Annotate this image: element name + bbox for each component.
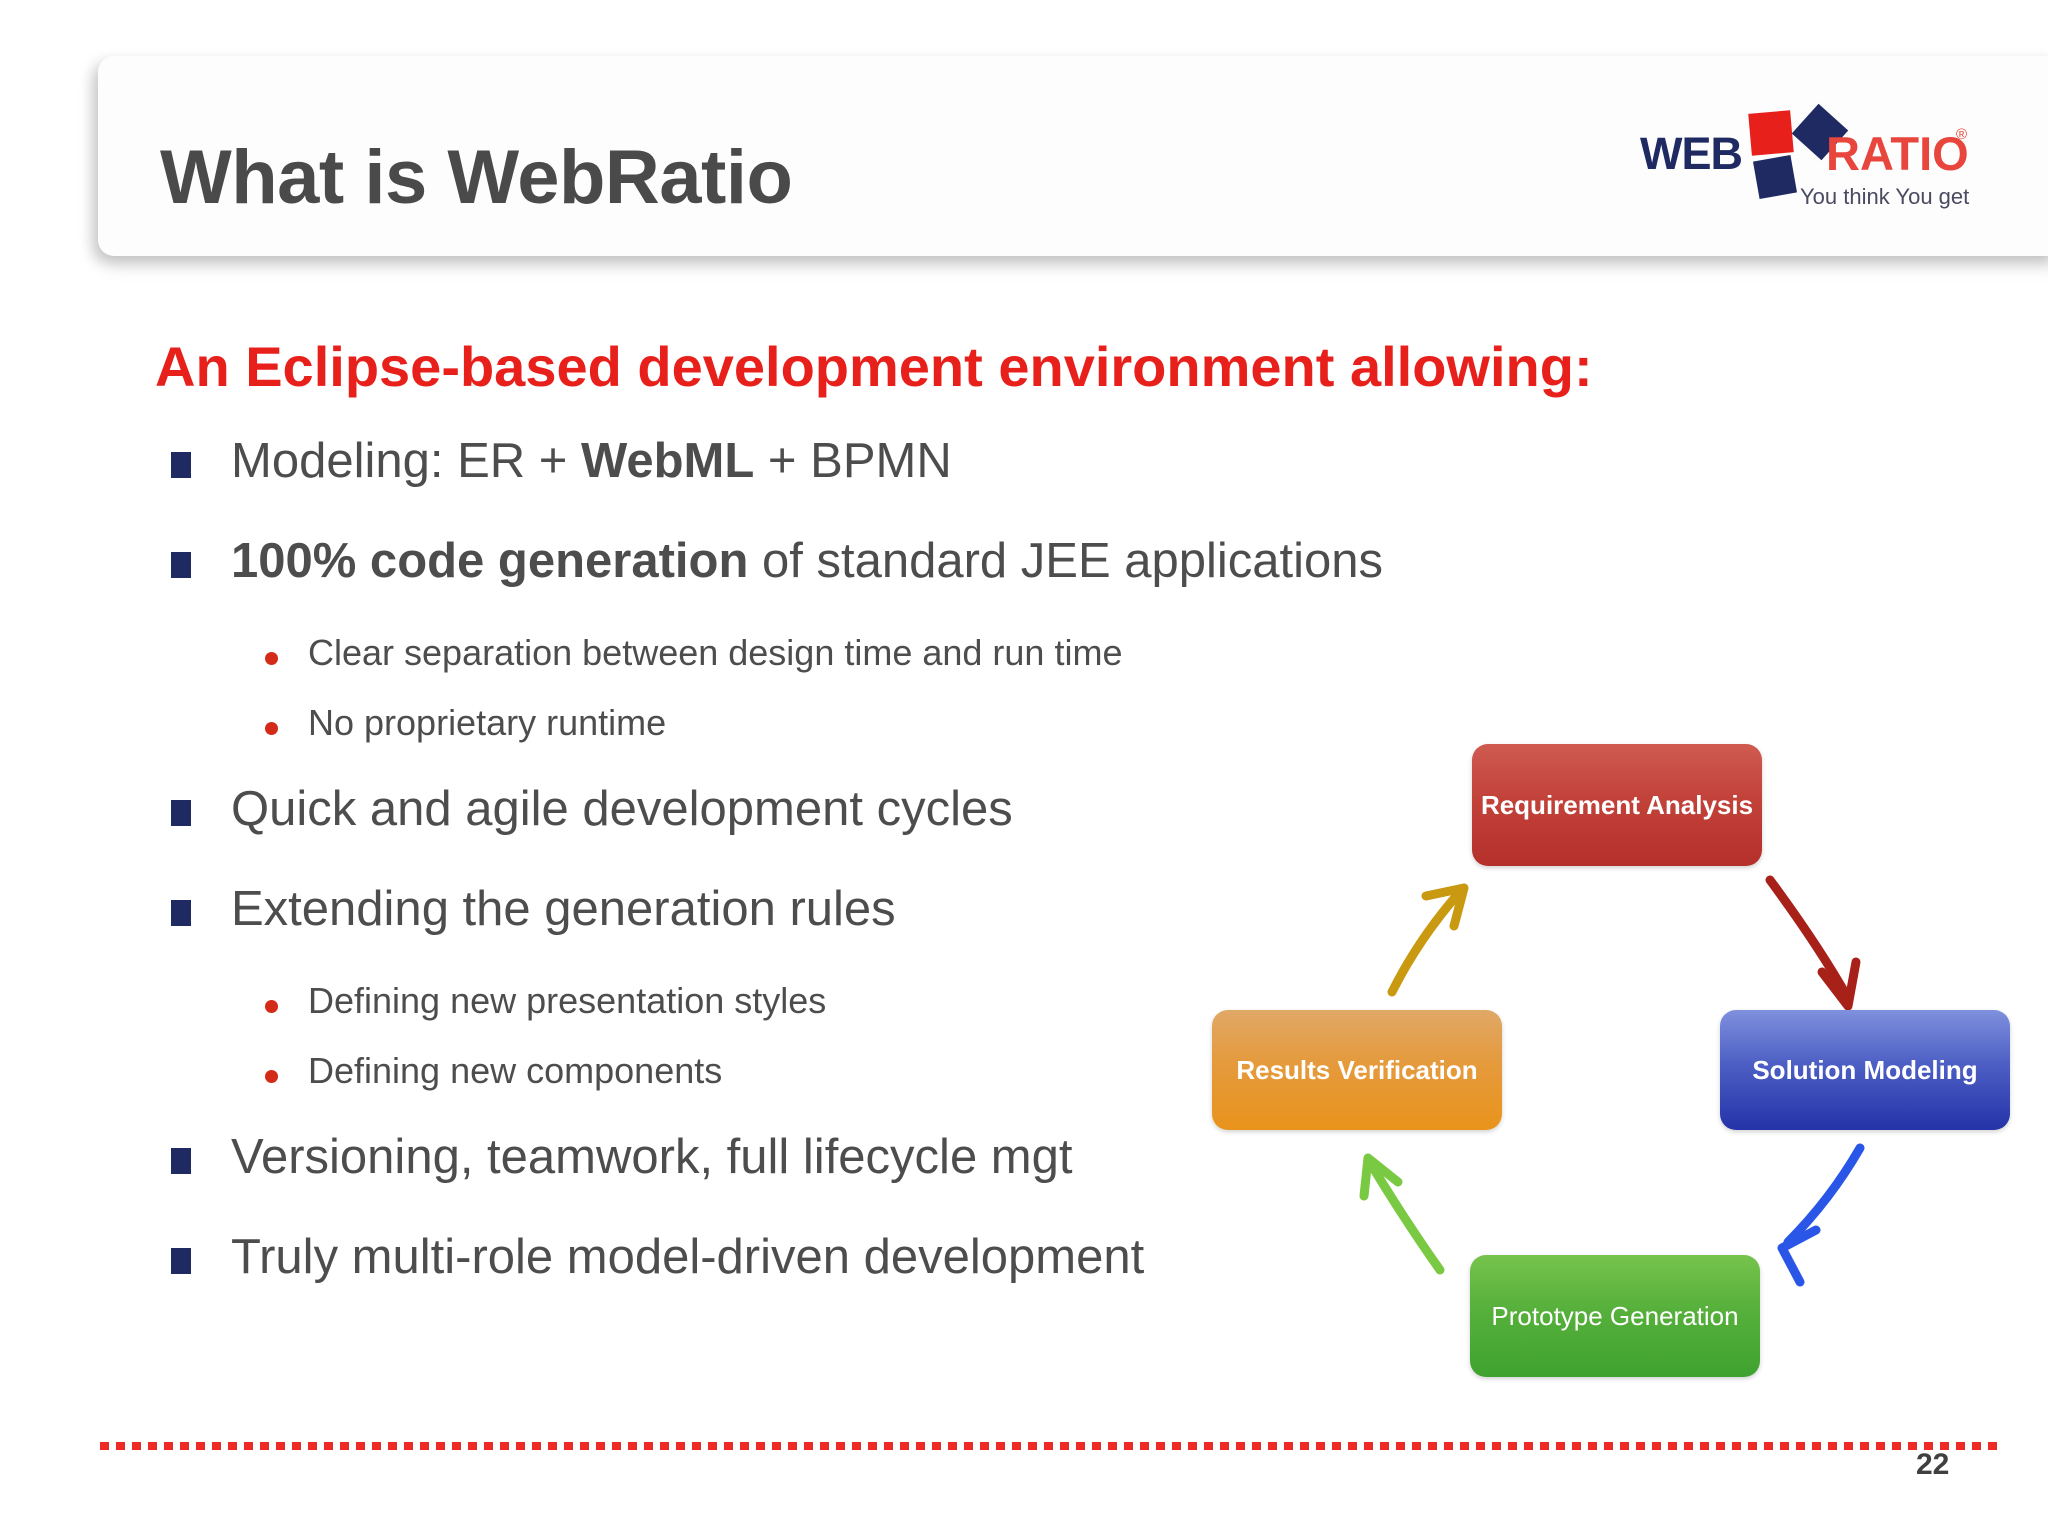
page-number: 22 bbox=[1916, 1448, 1950, 1481]
bullet-item-multi-role: Truly multi-role model-driven developmen… bbox=[155, 1226, 1335, 1302]
subbullet-text: Clear separation between design time and… bbox=[308, 632, 1123, 673]
spacer bbox=[155, 770, 1335, 778]
logo-navy-square-icon bbox=[1752, 154, 1798, 200]
subbullet-item-no-proprietary-runtime: No proprietary runtime bbox=[265, 700, 1335, 756]
square-bullet-icon bbox=[171, 1248, 191, 1274]
bullet-text: 100% code generation of standard JEE app… bbox=[231, 534, 1384, 588]
bullet-item-extending-rules: Extending the generation rules bbox=[155, 878, 1335, 954]
node-results-verification[interactable]: Results Verification bbox=[1212, 1010, 1502, 1130]
dot-bullet-icon bbox=[265, 1070, 278, 1083]
headline: An Eclipse-based development environment… bbox=[155, 335, 1593, 398]
subbullet-text: Defining new presentation styles bbox=[308, 980, 827, 1021]
node-label: Solution Modeling bbox=[1752, 1054, 1978, 1085]
bullet-text: Extending the generation rules bbox=[231, 882, 896, 936]
logo-red-square-icon bbox=[1748, 110, 1794, 156]
square-bullet-icon bbox=[171, 452, 191, 478]
node-label: Requirement Analysis bbox=[1480, 789, 1754, 820]
logo-web-text: WEB bbox=[1640, 128, 1743, 179]
bullet-text: Modeling: ER + WebML + BPMN bbox=[231, 434, 952, 488]
square-bullet-icon bbox=[171, 552, 191, 578]
bullet-item-versioning: Versioning, teamwork, full lifecycle mgt bbox=[155, 1126, 1335, 1202]
square-bullet-icon bbox=[171, 900, 191, 926]
dot-bullet-icon bbox=[265, 652, 278, 665]
page-title: What is WebRatio bbox=[160, 135, 793, 220]
subbullet-item-new-components: Defining new components bbox=[265, 1048, 1335, 1104]
subbullet-item-new-presentation-styles: Defining new presentation styles bbox=[265, 978, 1335, 1034]
footer-divider bbox=[100, 1442, 2000, 1450]
node-prototype-generation[interactable]: Prototype Generation bbox=[1470, 1255, 1760, 1377]
bullet-item-quick-agile: Quick and agile development cycles bbox=[155, 778, 1335, 854]
cycle-arrows bbox=[1359, 875, 1865, 1287]
bullet-item-modeling: Modeling: ER + WebML + BPMN bbox=[155, 430, 1335, 506]
node-solution-modeling[interactable]: Solution Modeling bbox=[1720, 1010, 2010, 1130]
spacer bbox=[155, 1118, 1335, 1126]
arrow-prototype-to-results bbox=[1359, 1153, 1445, 1275]
arrow-results-to-requirement bbox=[1387, 883, 1469, 997]
bullet-text: Versioning, teamwork, full lifecycle mgt bbox=[231, 1130, 1073, 1184]
logo-ratio-text: RATIO bbox=[1826, 127, 1969, 180]
title-bar: What is WebRatio WEB RATIO ® You think Y… bbox=[98, 56, 2048, 256]
bullet-item-code-generation: 100% code generation of standard JEE app… bbox=[155, 530, 1383, 606]
subbullet-item-clear-separation: Clear separation between design time and… bbox=[265, 630, 1335, 686]
lifecycle-cycle-diagram: Requirement Analysis Solution Modeling P… bbox=[1200, 730, 2020, 1377]
bullet-list: Modeling: ER + WebML + BPMN 100% code ge… bbox=[155, 430, 1383, 1326]
bullet-text: Quick and agile development cycles bbox=[231, 782, 1013, 836]
square-bullet-icon bbox=[171, 800, 191, 826]
node-requirement-analysis[interactable]: Requirement Analysis bbox=[1472, 744, 1762, 866]
arrow-solution-to-prototype bbox=[1777, 1143, 1865, 1287]
dot-bullet-icon bbox=[265, 1000, 278, 1013]
arrow-requirement-to-solution bbox=[1765, 875, 1861, 1011]
webratio-logo: WEB RATIO ® You think You get bbox=[1640, 92, 1970, 217]
dot-bullet-icon bbox=[265, 722, 278, 735]
logo-tagline: You think You get bbox=[1800, 184, 1970, 209]
bullet-text: Truly multi-role model-driven developmen… bbox=[231, 1230, 1145, 1284]
subbullet-text: Defining new components bbox=[308, 1050, 723, 1091]
node-label: Results Verification bbox=[1236, 1054, 1478, 1085]
node-label: Prototype Generation bbox=[1491, 1300, 1739, 1331]
subbullet-text: No proprietary runtime bbox=[308, 702, 667, 743]
square-bullet-icon bbox=[171, 1148, 191, 1174]
logo-registered-mark: ® bbox=[1956, 126, 1968, 143]
